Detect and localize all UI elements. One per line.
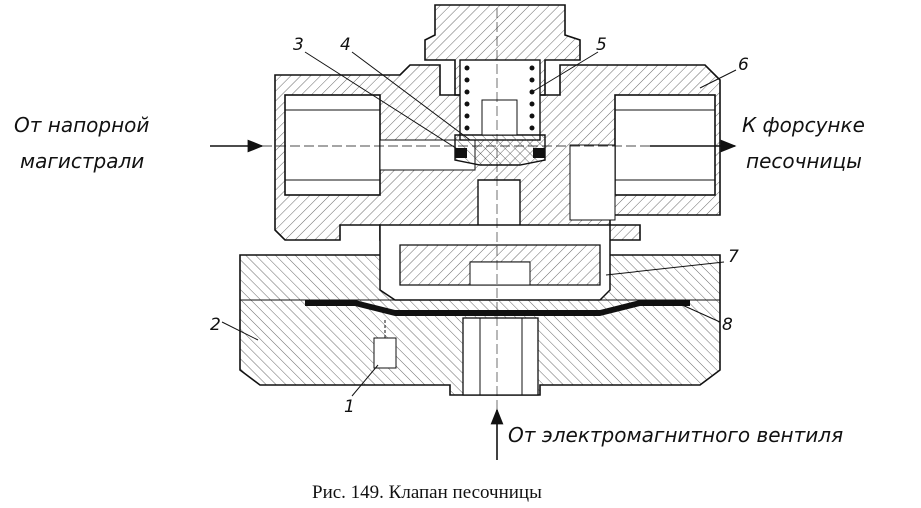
part-number-8: 8 bbox=[722, 315, 733, 335]
valve-head bbox=[454, 134, 546, 166]
diaphragm bbox=[305, 300, 690, 316]
figure-caption: Рис. 149. Клапан песочницы bbox=[312, 482, 542, 503]
part-number-2: 2 bbox=[210, 315, 221, 335]
spring bbox=[464, 65, 535, 131]
bottom-channel bbox=[462, 317, 539, 396]
leader-lines bbox=[221, 51, 737, 397]
outlet-label-line1: К форсунке bbox=[742, 113, 865, 137]
inlet-port bbox=[284, 94, 381, 196]
inlet-label-line1: От напорной bbox=[14, 113, 149, 137]
part-number-5: 5 bbox=[596, 35, 607, 55]
part-number-4: 4 bbox=[340, 35, 351, 55]
bottom-inlet-label: От электромагнитного вентиля bbox=[508, 423, 843, 447]
inlet-label-line2: магистрали bbox=[20, 149, 144, 173]
part-number-6: 6 bbox=[738, 55, 749, 75]
part-number-1: 1 bbox=[344, 397, 355, 417]
outlet-label-line2: песочницы bbox=[746, 149, 862, 173]
plug-screw bbox=[373, 337, 397, 369]
part-number-3: 3 bbox=[293, 35, 304, 55]
part-number-7: 7 bbox=[728, 247, 739, 267]
